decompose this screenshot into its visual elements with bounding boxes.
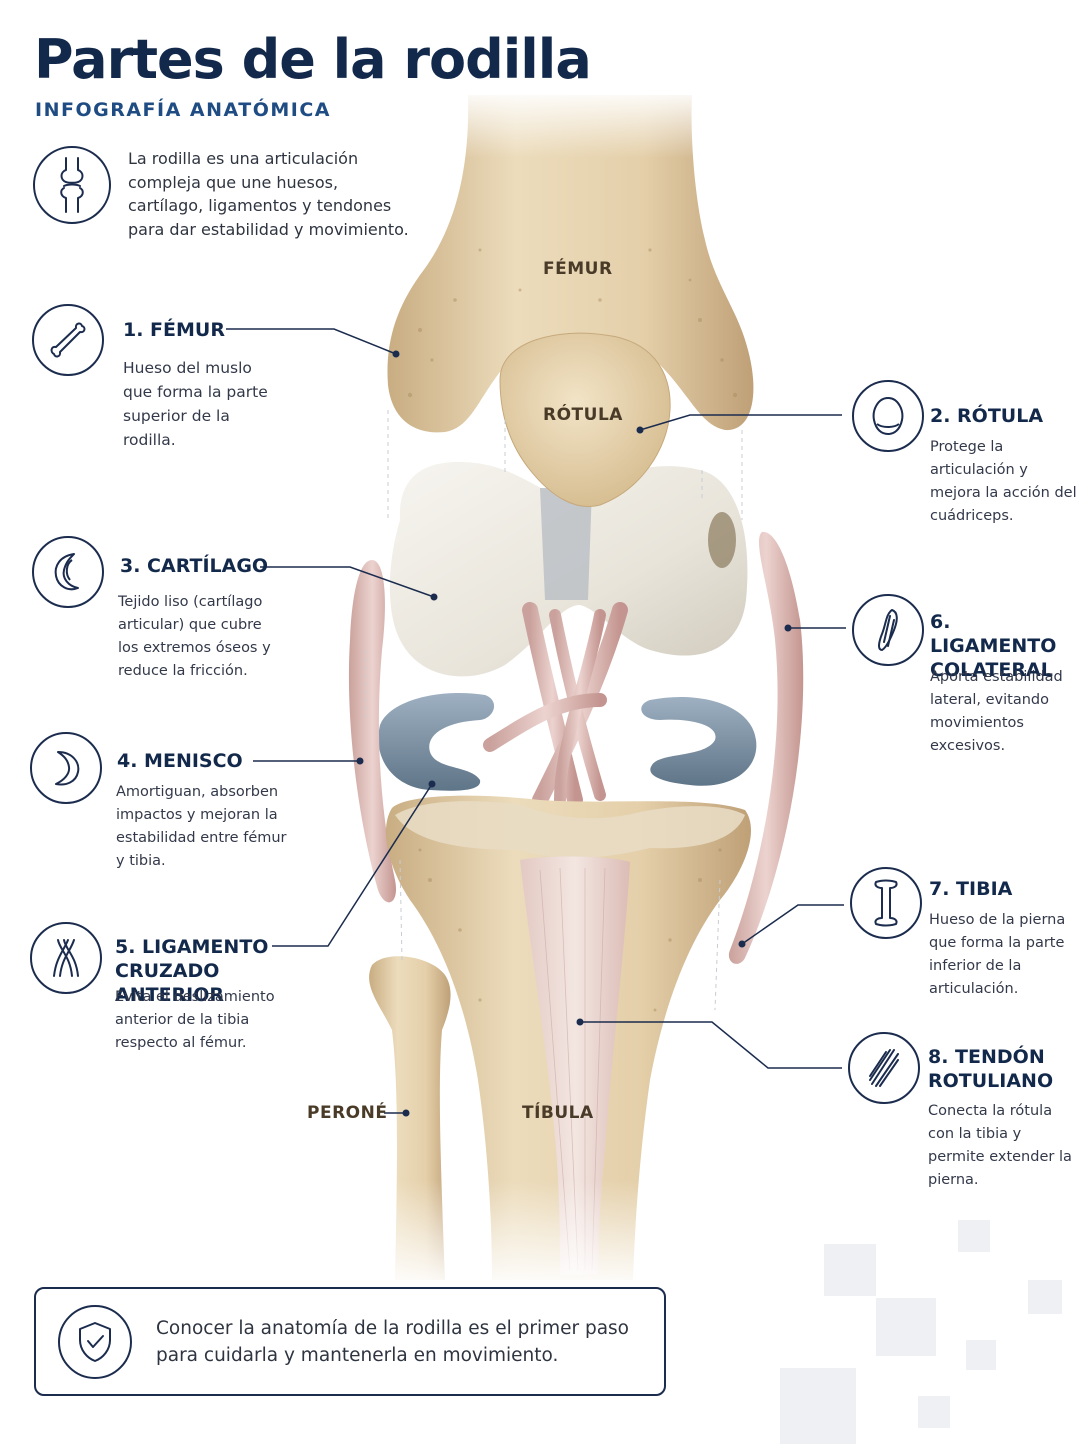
page-subtitle: INFOGRAFÍA ANATÓMICA bbox=[35, 99, 331, 121]
tibial-plateau bbox=[395, 801, 745, 859]
footer-text: Conocer la anatomía de la rodilla es el … bbox=[156, 1318, 630, 1366]
page-title: Partes de la rodilla bbox=[34, 28, 592, 91]
leg-bottom-fade bbox=[360, 1180, 760, 1290]
femur-label: FÉMUR bbox=[543, 259, 613, 279]
leader-dots bbox=[356, 350, 792, 1117]
kneecap-icon bbox=[852, 380, 924, 452]
part-3-title: 3. CARTÍLAGO bbox=[120, 555, 269, 577]
part-2-description: Protege la articulación y mejora la acci… bbox=[930, 439, 1077, 524]
rotula-label: RÓTULA bbox=[543, 405, 623, 425]
part-2-title: 2. RÓTULA bbox=[930, 405, 1044, 427]
lateral-collateral-ligament bbox=[728, 531, 804, 964]
femur-texture bbox=[407, 248, 738, 398]
patellar-tendon bbox=[520, 856, 630, 1275]
patellar-tendon-icon bbox=[848, 1032, 920, 1104]
shield-check-icon bbox=[58, 1305, 132, 1379]
intercondylar-region bbox=[540, 488, 592, 600]
patella-bone bbox=[499, 332, 671, 507]
decor-square bbox=[918, 1396, 950, 1428]
part-6-description: Aporta estabilidad lateral, evitando mov… bbox=[930, 669, 1063, 754]
leader-lines bbox=[226, 328, 846, 1114]
meniscus-left bbox=[378, 693, 495, 791]
meniscus-icon bbox=[30, 732, 102, 804]
part-6-title: 6. LIGAMENTO COLATERAL bbox=[930, 611, 1057, 681]
condyle-notch bbox=[708, 512, 736, 568]
part-7-title: 7. TIBIA bbox=[929, 878, 1013, 900]
tibula-label: TÍBULA bbox=[522, 1103, 594, 1123]
decor-square bbox=[1028, 1280, 1062, 1314]
collateral-ligament-icon bbox=[852, 594, 924, 666]
decor-square bbox=[876, 1298, 936, 1356]
part-4-description: Amortiguan, absorben impactos y mejoran … bbox=[116, 784, 287, 869]
decor-square bbox=[824, 1244, 876, 1296]
femur-shaft-fade bbox=[440, 88, 720, 158]
decor-square bbox=[958, 1220, 990, 1252]
part-1-title: 1. FÉMUR bbox=[123, 319, 225, 341]
meniscus-right bbox=[641, 696, 757, 786]
part-3-description: Tejido liso (cartílago articular) que cu… bbox=[118, 594, 271, 679]
part-5-title: 5. LIGAMENTO CRUZADO ANTERIOR bbox=[115, 936, 269, 1006]
part-5-description: Evita el deslizamiento anterior de la ti… bbox=[115, 989, 275, 1051]
part-8-description: Conecta la rótula con la tibia y permite… bbox=[928, 1103, 1072, 1188]
footer-callout: Conocer la anatomía de la rodilla es el … bbox=[34, 1287, 666, 1396]
cruciate-ligaments bbox=[483, 602, 628, 808]
perone-label: PERONÉ bbox=[307, 1103, 388, 1123]
medial-collateral-ligament bbox=[348, 560, 397, 903]
cartilage-crescent-icon bbox=[32, 536, 104, 608]
cruciate-ligament-icon bbox=[30, 922, 102, 994]
intro-text: La rodilla es una articulación compleja … bbox=[128, 149, 409, 239]
femur-bone bbox=[387, 95, 754, 433]
guide-lines bbox=[364, 410, 743, 1011]
part-8-title: 8. TENDÓN ROTULIANO bbox=[928, 1046, 1054, 1092]
femur-bone-icon bbox=[32, 304, 104, 376]
part-1-description: Hueso del muslo que forma la parte super… bbox=[123, 359, 268, 449]
part-7-description: Hueso de la pierna que forma la parte in… bbox=[929, 912, 1066, 997]
knee-joint-icon bbox=[33, 146, 111, 224]
tibia-bone-icon bbox=[850, 867, 922, 939]
decor-square bbox=[780, 1368, 856, 1444]
tibia-texture bbox=[418, 848, 722, 1012]
part-4-title: 4. MENISCO bbox=[117, 750, 243, 772]
decor-square bbox=[966, 1340, 996, 1370]
